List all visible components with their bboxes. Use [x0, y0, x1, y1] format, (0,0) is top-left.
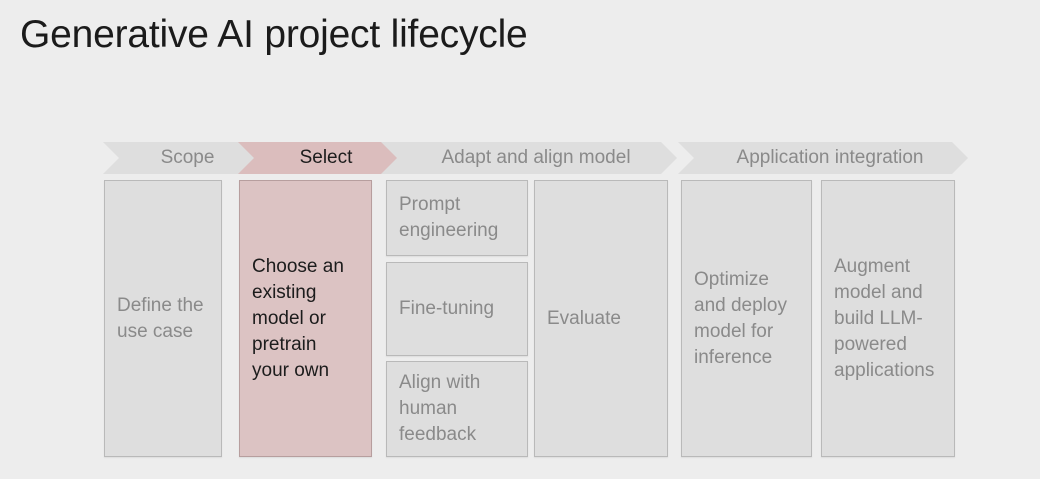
phase-box-label: Choose an existing model or pretrain you… — [252, 255, 344, 381]
phase-box-label: Prompt engineering — [399, 194, 499, 241]
phase-box-label: Augment model and build LLM- powered app… — [834, 255, 935, 381]
phase-box-label: Optimize and deploy model for inference — [694, 268, 787, 368]
phase-box-label: Define the use case — [117, 294, 204, 342]
phase-header-application-integration[interactable]: Application integration — [678, 142, 968, 174]
phase-box-choose-model[interactable]: Choose an existing model or pretrain you… — [239, 180, 372, 457]
phase-header-label: Application integration — [736, 147, 924, 168]
phase-box-align-with-human-feedback[interactable]: Align with human feedback — [386, 361, 528, 457]
phase-box-fine-tuning[interactable]: Fine-tuning — [386, 262, 528, 356]
phase-header-label: Adapt and align model — [441, 147, 631, 168]
phase-box-label: Evaluate — [547, 307, 621, 329]
phase-header-scope[interactable]: Scope — [103, 142, 258, 174]
phase-box-evaluate[interactable]: Evaluate — [534, 180, 668, 457]
phase-box-prompt-engineering[interactable]: Prompt engineering — [386, 180, 528, 256]
phase-box-augment-model[interactable]: Augment model and build LLM- powered app… — [821, 180, 955, 457]
phase-header-label: Select — [299, 147, 353, 168]
phase-header-select[interactable]: Select — [238, 142, 400, 174]
phase-header-adapt-and-align-model[interactable]: Adapt and align model — [381, 142, 677, 174]
phase-box-optimize-and-deploy[interactable]: Optimize and deploy model for inference — [681, 180, 812, 457]
phase-header-label: Scope — [160, 147, 215, 168]
phase-box-label: Fine-tuning — [399, 298, 495, 319]
phase-box-define-the-use-case[interactable]: Define the use case — [104, 180, 222, 457]
phase-box-label: Align with human feedback — [399, 372, 481, 445]
page-title: Generative AI project lifecycle — [20, 13, 528, 56]
